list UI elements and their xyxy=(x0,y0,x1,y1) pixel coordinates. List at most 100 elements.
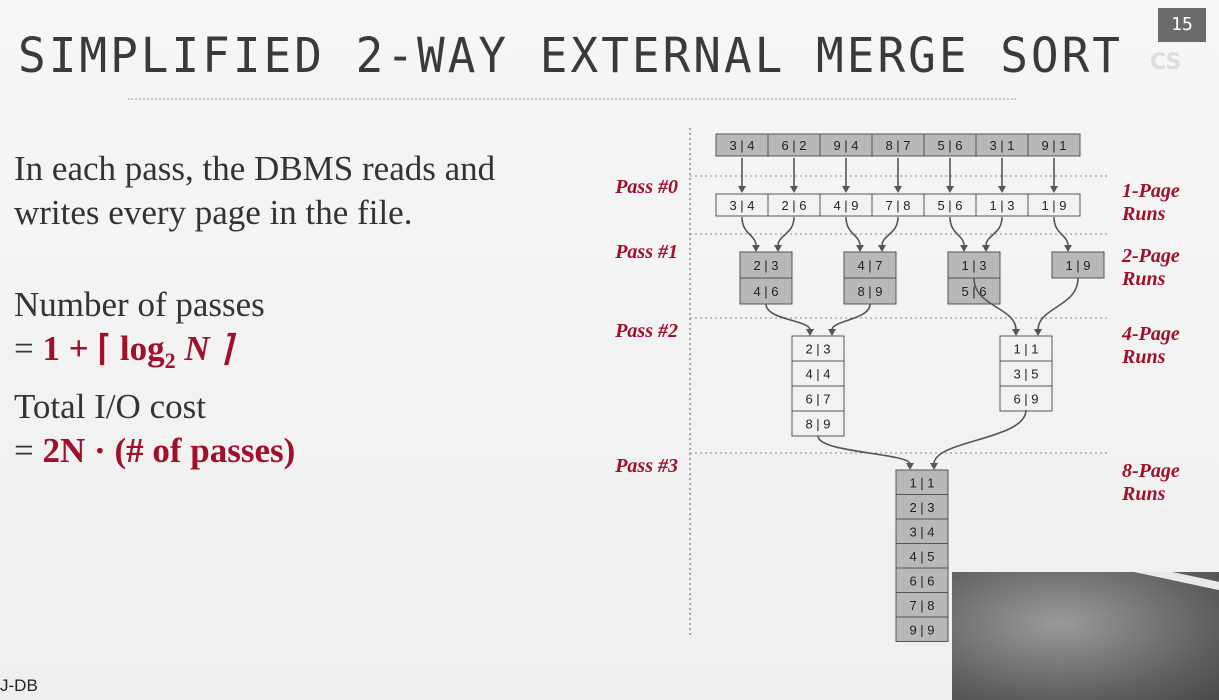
slide-title: SIMPLIFIED 2-WAY EXTERNAL MERGE SORT xyxy=(18,26,1123,84)
run-label-3-1: Runs xyxy=(1121,483,1166,505)
p1-arrow-b-head xyxy=(774,245,782,252)
pass0-arrow-4-head xyxy=(946,186,954,193)
pass0-page-4-label: 5 | 6 xyxy=(937,198,962,213)
io-formula: = 2N · (# of passes) xyxy=(14,430,295,471)
io-formula-main: 2N · (# of passes) xyxy=(42,431,296,470)
pass3-page-1-label: 2 | 3 xyxy=(909,500,934,515)
pass1-run-3-page-0-label: 1 | 9 xyxy=(1065,258,1090,273)
pass0-arrow-0-head xyxy=(738,186,746,193)
input-page-2-label: 9 | 4 xyxy=(833,138,858,153)
pass-label-3: Pass #3 xyxy=(614,455,678,477)
pass2-run-1-page-1-box xyxy=(999,360,1053,387)
page-number: 15 xyxy=(1158,8,1206,42)
pass3-page-4-box xyxy=(895,567,949,593)
pass0-page-6-label: 1 | 9 xyxy=(1041,198,1066,213)
passes-label: Number of passes xyxy=(14,285,265,324)
passes-formula-sub: 2 xyxy=(164,348,176,373)
pass0-arrow-5-head xyxy=(998,186,1006,193)
input-page-6-box xyxy=(1027,133,1081,157)
p1-arrow-a-head xyxy=(752,245,760,252)
pass0-page-6-box xyxy=(1027,193,1081,217)
p1-arrow-e-head xyxy=(960,245,968,252)
pass3-page-5-box xyxy=(895,592,949,618)
p3-arrow-b xyxy=(933,409,1027,465)
pass0-page-1-label: 2 | 6 xyxy=(781,198,806,213)
pass2-run-0-page-3-label: 8 | 9 xyxy=(805,417,830,432)
course-logo: CS xyxy=(1150,50,1181,75)
pass3-page-6-box xyxy=(895,616,949,642)
p1-arrow-g-head xyxy=(1064,245,1072,252)
run-label-1-0: 2-Page xyxy=(1121,245,1180,267)
pass1-run-0-page-0-box xyxy=(739,251,793,279)
p1-arrow-d xyxy=(881,216,899,247)
run-label-3-0: 8-Page xyxy=(1122,460,1180,482)
pass3-page-5-label: 7 | 8 xyxy=(909,598,934,613)
pass3-page-2-box xyxy=(895,518,949,544)
pass3-page-1-box xyxy=(895,494,949,520)
pass3-page-0-box xyxy=(895,469,949,495)
pass3-page-4-label: 6 | 6 xyxy=(909,573,934,588)
speaker-video-thumbnail[interactable] xyxy=(952,572,1219,700)
pass1-run-1-page-0-box xyxy=(843,251,897,279)
title-divider xyxy=(128,98,1016,100)
pass2-run-0-page-0-box xyxy=(791,335,845,362)
run-label-0-0: 1-Page xyxy=(1122,180,1180,202)
input-page-5-label: 3 | 1 xyxy=(989,138,1014,153)
pass1-run-1-page-1-label: 8 | 9 xyxy=(857,284,882,299)
io-label: Total I/O cost xyxy=(14,387,206,426)
passes-formula: = 1 + ⌈ log2 N ⌉ xyxy=(14,328,232,381)
input-page-6-label: 9 | 1 xyxy=(1041,138,1066,153)
p2-arrow-c-head xyxy=(1012,329,1020,336)
p1-arrow-c xyxy=(845,216,861,247)
footer-logo: J-DB xyxy=(0,676,38,695)
pass0-arrow-2-head xyxy=(842,186,850,193)
pass3-page-0-label: 1 | 1 xyxy=(909,475,934,490)
io-formula-prefix: = xyxy=(14,431,43,470)
pass0-arrow-3-head xyxy=(894,186,902,193)
pass0-arrow-6-head xyxy=(1050,186,1058,193)
pass2-run-0-page-3-box xyxy=(791,410,845,437)
input-page-1-label: 6 | 2 xyxy=(781,138,806,153)
pass3-page-6-label: 9 | 9 xyxy=(909,622,934,637)
p2-arrow-a-head xyxy=(806,329,814,336)
p1-arrow-f xyxy=(985,216,1003,247)
pass2-run-1-page-2-box xyxy=(999,385,1053,412)
p2-arrow-c xyxy=(973,277,1017,331)
input-page-0-label: 3 | 4 xyxy=(729,138,754,153)
pass2-run-1-page-2-label: 6 | 9 xyxy=(1013,392,1038,407)
run-label-2-1: Runs xyxy=(1121,346,1166,368)
p1-arrow-c-head xyxy=(856,245,864,252)
p1-arrow-f-head xyxy=(982,245,990,252)
passes-formula-prefix: = xyxy=(14,329,43,368)
p1-arrow-b xyxy=(777,216,795,247)
p2-arrow-d xyxy=(1037,277,1079,331)
pass2-run-0-page-1-label: 4 | 4 xyxy=(805,367,830,382)
p2-arrow-d-head xyxy=(1034,329,1042,336)
body-line-1: In each pass, the DBMS reads and xyxy=(14,149,496,188)
pass2-run-1-page-1-label: 3 | 5 xyxy=(1013,367,1038,382)
pass2-run-1-page-0-label: 1 | 1 xyxy=(1013,342,1038,357)
pass1-run-1-page-0-label: 4 | 7 xyxy=(857,258,882,273)
p1-arrow-g xyxy=(1053,216,1069,247)
input-page-3-label: 8 | 7 xyxy=(885,138,910,153)
pass-label-1: Pass #1 xyxy=(614,241,678,263)
p1-arrow-a xyxy=(741,216,757,247)
pass2-run-0-page-2-label: 6 | 7 xyxy=(805,392,830,407)
body-line-2: writes every page in the file. xyxy=(14,193,413,232)
p1-arrow-d-head xyxy=(878,245,886,252)
p2-arrow-b xyxy=(831,303,871,331)
p3-arrow-a xyxy=(817,435,911,465)
pass1-run-2-page-0-label: 1 | 3 xyxy=(961,258,986,273)
pass1-run-0-page-0-label: 2 | 3 xyxy=(753,258,778,273)
pass2-run-0-page-0-label: 2 | 3 xyxy=(805,342,830,357)
run-label-1-1: Runs xyxy=(1121,268,1166,290)
p1-arrow-e xyxy=(949,216,965,247)
pass-label-2: Pass #2 xyxy=(614,320,678,342)
pass1-run-0-page-1-label: 4 | 6 xyxy=(753,284,778,299)
pass1-run-3-page-0-box xyxy=(1051,251,1105,279)
p2-arrow-a xyxy=(765,303,811,331)
pass0-page-3-label: 7 | 8 xyxy=(885,198,910,213)
input-page-4-label: 5 | 6 xyxy=(937,138,962,153)
